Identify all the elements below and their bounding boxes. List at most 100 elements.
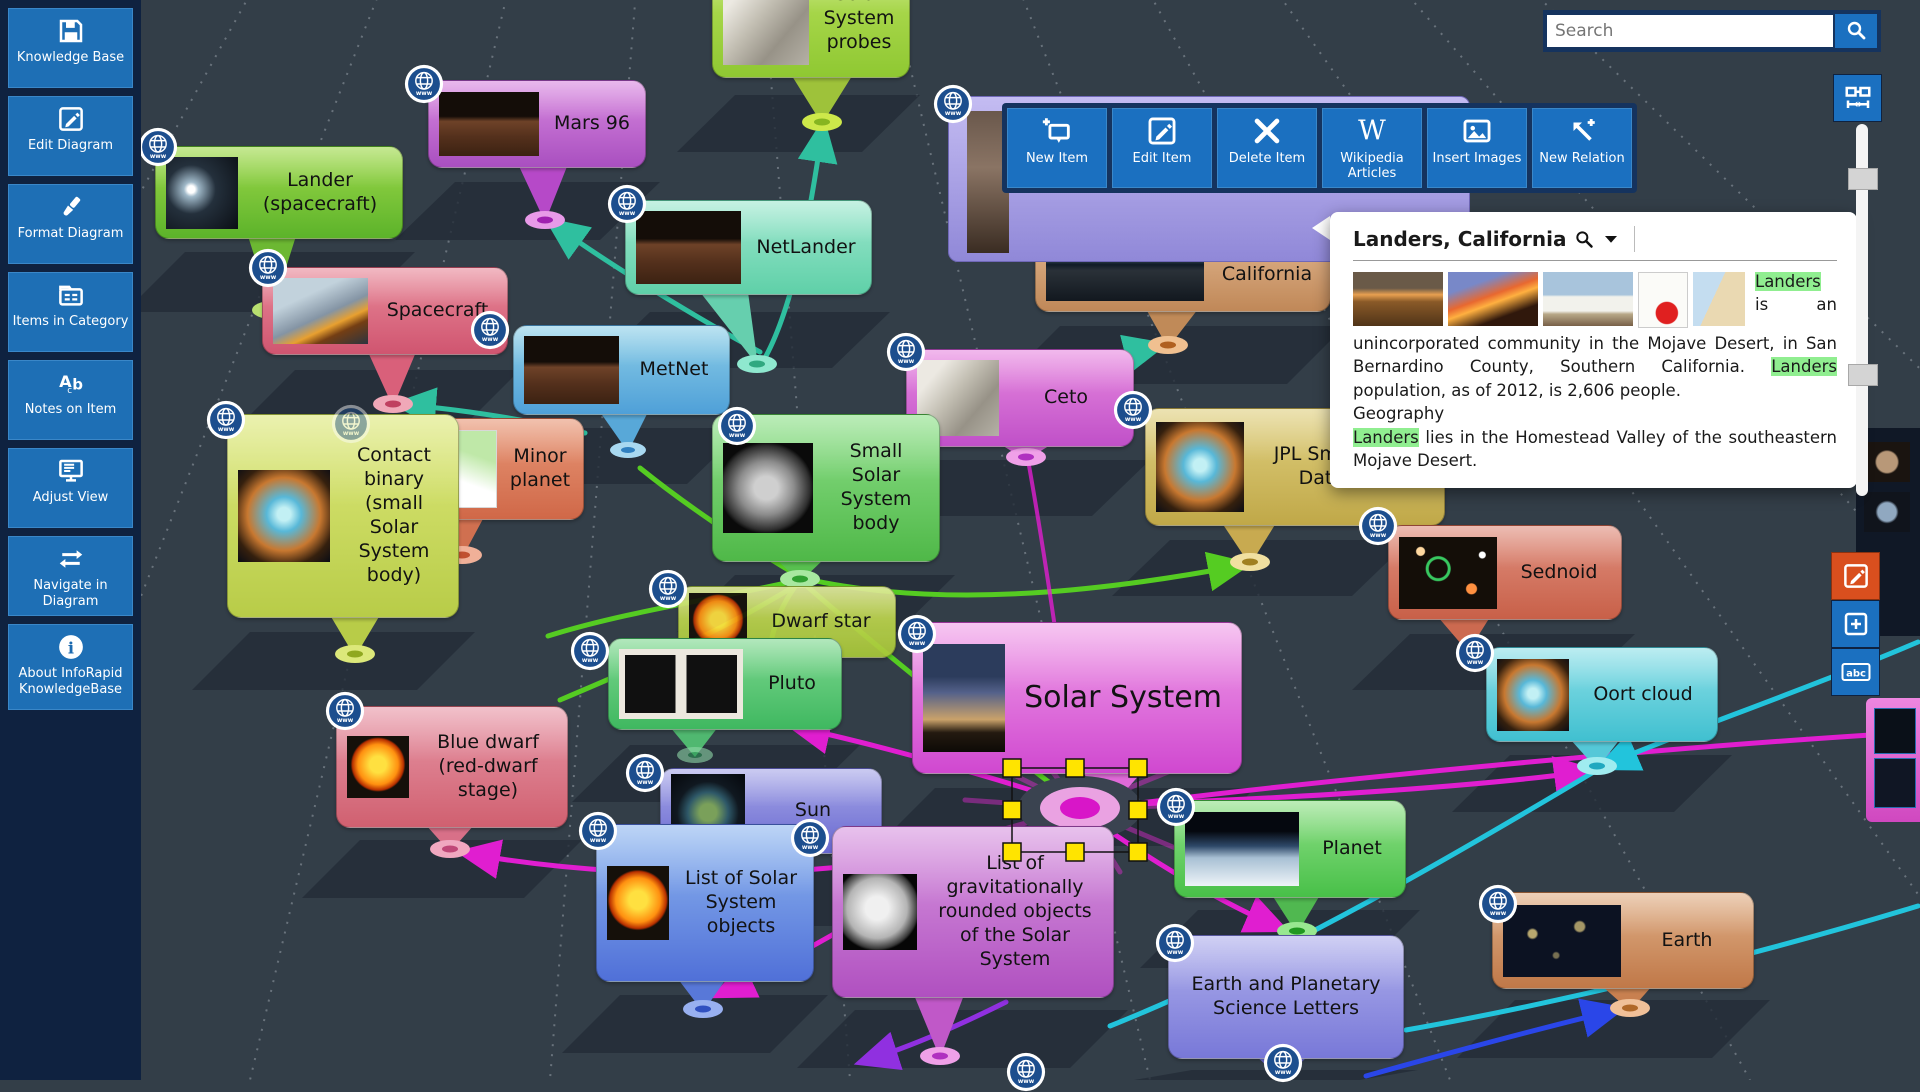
rounded-moon-image [843,874,917,950]
www-globe-icon[interactable]: www [138,127,178,167]
node-small-solar-system-body[interactable]: Small Solar System body [712,414,940,562]
node-metnet[interactable]: MetNet [513,325,730,415]
search-bar [1543,10,1881,52]
wikipedia-articles-button[interactable]: W Wikipedia Articles [1322,108,1422,188]
divider [1634,226,1636,252]
www-globe-icon[interactable]: www [897,614,937,654]
node-contact-binary[interactable]: Contact binary (small Solar System body) [227,414,459,618]
zoom-slider-thumb[interactable] [1848,364,1878,386]
www-globe-icon[interactable]: www [1263,1043,1303,1083]
svg-text:W: W [1358,116,1386,147]
svg-text:b: b [72,375,83,393]
sidebar-item-format-diagram[interactable]: Format Diagram [8,184,133,264]
sidebar-item-knowledge-base[interactable]: Knowledge Base [8,8,133,88]
www-globe-icon[interactable]: www [578,811,618,851]
zoom-slider-thumb[interactable] [1848,168,1878,190]
planet-image [1185,812,1299,886]
sidebar-item-navigate-in-diagram[interactable]: Navigate in Diagram [8,536,133,616]
sidebar-item-items-in-category[interactable]: Items in Category [8,272,133,352]
node-solar-system[interactable]: Solar System [912,622,1242,774]
magnifier-icon[interactable] [1574,229,1594,249]
www-globe-icon[interactable]: www [717,406,757,446]
thumbnail-image [1874,708,1916,754]
asteroid-image [723,443,813,533]
node-earth[interactable]: Earth [1492,892,1754,989]
www-globe-icon[interactable]: www [1113,390,1153,430]
node-spacecraft[interactable]: Spacecraft [262,267,508,355]
chevron-down-icon[interactable] [1602,230,1620,248]
blue-dwarf-image [347,736,409,798]
svg-text:www: www [150,154,167,160]
search-button[interactable] [1835,14,1877,48]
www-globe-icon[interactable]: www [206,400,246,440]
search-input[interactable] [1547,15,1833,47]
edit-node-button[interactable] [1831,552,1880,600]
www-globe-icon[interactable]: www [325,691,365,731]
jpl-image [1156,422,1244,512]
node-sednoid[interactable]: Sednoid [1388,525,1622,620]
node-pluto[interactable]: Pluto [608,638,842,730]
svg-text:www: www [802,845,819,851]
svg-text:www: www [343,431,360,437]
www-globe-icon[interactable]: www [886,332,926,372]
node-earth-planetary-science-letters[interactable]: Earth and Planetary Science Letters [1168,935,1404,1059]
item-width-button[interactable] [1833,74,1882,122]
delete-item-button[interactable]: Delete Item [1217,108,1317,188]
www-globe-icon[interactable]: www [1478,884,1518,924]
zoom-slider-track[interactable] [1856,124,1868,496]
www-globe-icon[interactable]: www [248,248,288,288]
svg-text:www: www [1168,814,1185,820]
node-planet[interactable]: Planet [1174,800,1406,898]
contact-binary-image [238,470,330,562]
sidebar-item-edit-diagram[interactable]: Edit Diagram [8,96,133,176]
www-globe-icon[interactable]: www [1006,1052,1046,1092]
add-node-button[interactable] [1831,600,1880,648]
node-list-solar-system-objects[interactable]: List of Solar System objects [596,824,814,982]
dwarf-star-image [689,593,747,651]
svg-text:A: A [59,372,72,391]
www-globe-icon[interactable]: www [648,569,688,609]
node-solar-system-probes[interactable]: Solar System probes [712,0,910,78]
insert-images-button[interactable]: Insert Images [1427,108,1527,188]
abc-text-button[interactable]: abc [1831,648,1880,696]
www-globe-icon[interactable]: www [933,84,973,124]
node-ceto[interactable]: Ceto [906,349,1134,447]
www-globe-icon[interactable]: www [1156,787,1196,827]
www-globe-icon[interactable]: www [625,753,665,793]
sidebar-item-adjust-view[interactable]: Adjust View [8,448,133,528]
node-partial-pink[interactable] [1866,698,1920,822]
www-globe-icon[interactable]: www [1455,633,1495,673]
lander-image [166,156,238,229]
node-oort-cloud[interactable]: Oort cloud [1486,647,1718,742]
pluto-discovery-image [619,649,743,719]
edit-item-button[interactable]: Edit Item [1112,108,1212,188]
www-globe-icon[interactable]: www [607,184,647,224]
node-blue-dwarf[interactable]: Blue dwarf (red-dwarf stage) [336,706,568,828]
svg-text:www: www [337,718,354,724]
sidebar-item-about[interactable]: i About InfoRapid KnowledgeBase [8,624,133,710]
node-list-gravitationally-rounded[interactable]: List of gravitationally rounded objects … [832,826,1114,998]
list-sso-image [607,866,669,940]
www-globe-icon[interactable]: www [570,631,610,671]
www-globe-icon[interactable]: www [404,64,444,104]
www-globe-icon[interactable]: www [1358,506,1398,546]
new-relation-button[interactable]: New Relation [1532,108,1632,188]
www-globe-icon[interactable]: www [1155,923,1195,963]
node-netlander[interactable]: NetLander [625,200,872,295]
sidebar: Knowledge Base Edit Diagram Format Diagr… [0,0,141,1080]
svg-text:www: www [590,838,607,844]
mars96-image [439,92,539,156]
www-globe-icon[interactable]: www [790,818,830,858]
node-mars-96[interactable]: Mars 96 [428,80,646,168]
www-globe-icon[interactable]: www [470,310,510,350]
svg-text:www: www [1125,417,1142,423]
integratron-dome-image [1543,272,1633,326]
node-lander-spacecraft[interactable]: Lander (spacecraft) [155,146,403,239]
svg-text:www: www [898,359,915,365]
new-item-button[interactable]: New Item [1007,108,1107,188]
node-dwarf-star[interactable]: Dwarf star [678,586,896,658]
item-toolbar: New Item Edit Item Delete Item W Wikiped… [1002,103,1637,193]
www-globe-icon[interactable]: www [331,404,371,444]
